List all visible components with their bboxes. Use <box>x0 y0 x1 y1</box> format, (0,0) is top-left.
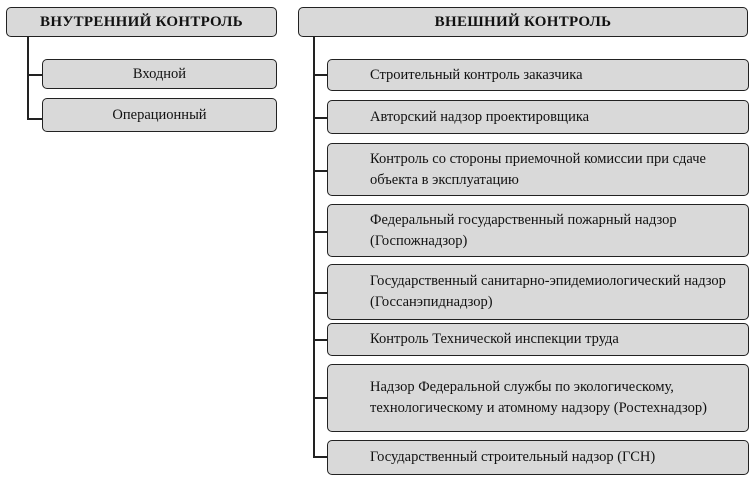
internal-item-incoming: Входной <box>42 59 277 89</box>
external-branch-line-8 <box>313 456 328 458</box>
external-item-fire-supervision: Федеральный государственный пожарный над… <box>327 204 749 257</box>
external-branch-line-5 <box>313 292 328 294</box>
external-control-header: ВНЕШНИЙ КОНТРОЛЬ <box>298 7 748 37</box>
external-branch-line-4 <box>313 231 328 233</box>
internal-item-operational: Операционный <box>42 98 277 132</box>
internal-branch-line-2 <box>27 118 42 120</box>
external-branch-line-6 <box>313 339 328 341</box>
external-branch-line-3 <box>313 170 328 172</box>
external-item-customer-control: Строительный контроль заказчика <box>327 59 749 91</box>
external-branch-line-1 <box>313 74 328 76</box>
internal-trunk-line <box>27 36 29 119</box>
external-item-rostekhnadzor: Надзор Федеральной службы по экологическ… <box>327 364 749 432</box>
external-item-acceptance-commission: Контроль со стороны приемочной комиссии … <box>327 143 749 196</box>
internal-control-header: ВНУТРЕННИЙ КОНТРОЛЬ <box>6 7 277 37</box>
external-branch-line-2 <box>313 117 328 119</box>
external-branch-line-7 <box>313 397 328 399</box>
external-item-state-construction-supervision: Государственный строительный надзор (ГСН… <box>327 440 749 475</box>
external-item-labor-inspection: Контроль Технической инспекции труда <box>327 323 749 356</box>
external-item-sanitary-supervision: Государственный санитарно-эпидемиологиче… <box>327 264 749 320</box>
external-item-author-supervision: Авторский надзор проектировщика <box>327 100 749 134</box>
external-trunk-line <box>313 36 315 456</box>
internal-branch-line-1 <box>27 74 42 76</box>
